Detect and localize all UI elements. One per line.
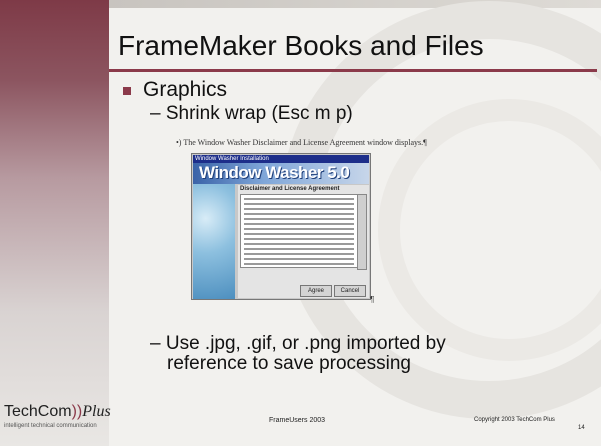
slide-title: FrameMaker Books and Files bbox=[118, 30, 484, 61]
embedded-screenshot: Window Washer Installation Window Washer… bbox=[191, 153, 371, 300]
side-bar bbox=[0, 0, 109, 446]
screenshot-agree-button: Agree bbox=[300, 285, 332, 297]
top-strip bbox=[109, 0, 601, 8]
sub-bullet-line1: – Use .jpg, .gif, or .png imported by bbox=[150, 333, 446, 354]
screenshot-cancel-button: Cancel bbox=[334, 285, 366, 297]
screenshot-banner: Window Washer 5.0 bbox=[193, 163, 369, 184]
techcom-logo: TechCom))Plus bbox=[4, 403, 111, 421]
footer-center: FrameUsers 2003 bbox=[269, 417, 326, 424]
license-text-box bbox=[240, 194, 358, 268]
sub-bullet-shrink-wrap: – Shrink wrap (Esc m p) bbox=[150, 103, 353, 124]
bullet-graphics: Graphics bbox=[143, 78, 228, 101]
screenshot-banner-text: Window Washer 5.0 bbox=[199, 163, 350, 182]
screenshot-body: Disclaimer and License Agreement Agree C… bbox=[238, 185, 369, 298]
logo-mark: )) bbox=[71, 403, 83, 420]
document-line: •) The Window Washer Disclaimer and Lice… bbox=[176, 138, 427, 147]
sub-bullet-line2: reference to save processing bbox=[167, 353, 411, 374]
water-drops-image bbox=[193, 184, 235, 299]
page-number: 14 bbox=[578, 425, 585, 431]
logo-tagline: intelligent technical communication bbox=[4, 423, 97, 429]
footer-copyright: Copyright 2003 TechCom Plus bbox=[474, 417, 555, 423]
pilcrow-mark: ¶ bbox=[370, 295, 375, 304]
screenshot-window-title: Window Washer Installation bbox=[193, 155, 369, 163]
screenshot-scrollbar bbox=[357, 194, 367, 270]
bullet-square-icon bbox=[123, 87, 131, 95]
logo-text: TechCom bbox=[4, 403, 72, 420]
sub-bullet-use-formats: – Use .jpg, .gif, or .png imported by re… bbox=[150, 334, 446, 374]
title-rule bbox=[109, 69, 597, 72]
screenshot-subtitle: Disclaimer and License Agreement bbox=[240, 186, 340, 192]
logo-plus: Plus bbox=[82, 403, 111, 420]
